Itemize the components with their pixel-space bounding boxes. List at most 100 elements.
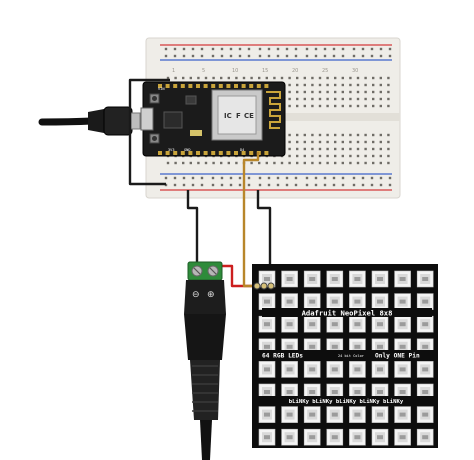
- breadboard-hole: [387, 76, 390, 80]
- rail-hole: [267, 183, 271, 187]
- breadboard-hole: [372, 104, 375, 108]
- esp-header-pin: [249, 84, 254, 88]
- breadboard-hole: [387, 147, 390, 151]
- rail-hole: [305, 47, 309, 51]
- rail-hole: [352, 54, 356, 58]
- breadboard-hole: [296, 147, 299, 151]
- esp-header-pin: [218, 151, 223, 155]
- rail-hole: [285, 176, 289, 180]
- breadboard-hole: [311, 90, 314, 94]
- rail-hole: [388, 54, 392, 58]
- breadboard-hole: [364, 90, 367, 94]
- rail-hole: [323, 183, 327, 187]
- rail-hole: [220, 176, 224, 180]
- breadboard-hole: [379, 140, 382, 144]
- breadboard-hole: [318, 76, 322, 80]
- breadboard-hole: [296, 83, 299, 87]
- neopixel-led-die: [354, 322, 361, 327]
- rail-hole: [370, 47, 374, 51]
- rail-hole: [211, 47, 215, 51]
- neopixel-led-die: [309, 367, 316, 372]
- breadboard-hole: [303, 104, 306, 108]
- rail-hole: [285, 47, 289, 51]
- breadboard-hole: [334, 83, 337, 87]
- breadboard-hole: [212, 76, 215, 80]
- neopixel-led-die: [331, 322, 338, 327]
- breadboard-hole: [349, 154, 352, 158]
- rail-hole: [361, 176, 365, 180]
- esp-nodemcu-board: IC F CE D4 3V3 GND VIN: [140, 81, 286, 157]
- breadboard-hole: [364, 83, 367, 87]
- breadboard-hole: [349, 161, 352, 165]
- breadboard-hole: [288, 97, 291, 101]
- breadboard-hole: [197, 161, 200, 165]
- neopixel-led-die: [309, 412, 316, 417]
- breadboard-hole: [235, 161, 238, 165]
- rail-hole: [211, 183, 215, 187]
- rail-hole: [258, 47, 262, 51]
- pad-din: [260, 282, 268, 290]
- neopixel-led-die: [331, 277, 338, 281]
- breadboard-hole: [326, 104, 329, 108]
- neopixel-led-die: [331, 435, 338, 440]
- breadboard-hole: [334, 97, 337, 101]
- rail-hole: [267, 54, 271, 58]
- neopixel-color-depth: 24 bit Color: [338, 354, 365, 358]
- breadboard-hole: [364, 76, 367, 80]
- neopixel-one-pin: Only ONE Pin: [375, 352, 420, 360]
- breadboard-hole: [356, 104, 360, 108]
- rail-hole: [379, 176, 383, 180]
- breadboard-hole: [379, 97, 382, 101]
- breadboard-hole: [341, 104, 344, 108]
- rail-hole: [247, 54, 251, 58]
- esp-header-pin: [203, 84, 208, 88]
- regulator-chip: [185, 95, 197, 105]
- breadboard-hole: [349, 104, 352, 108]
- breadboard-hole: [387, 133, 390, 137]
- esp-header-pin: [234, 151, 238, 155]
- breadboard-hole: [379, 104, 382, 108]
- breadboard-hole: [364, 154, 367, 158]
- rail-hole: [229, 176, 233, 180]
- breadboard-hole: [288, 154, 291, 158]
- breadboard-hole: [220, 76, 223, 80]
- breadboard-hole: [174, 76, 177, 80]
- neopixel-led-die: [331, 367, 338, 372]
- breadboard-hole: [379, 90, 382, 94]
- neopixel-led-die: [399, 344, 406, 349]
- neopixel-led-die: [377, 277, 383, 281]
- breadboard-hole: [288, 147, 291, 151]
- breadboard-hole: [379, 133, 382, 137]
- jack-ribs: [192, 365, 218, 412]
- wire-rail-to-neopixel-gnd: [256, 190, 272, 284]
- neopixel-led-die: [331, 299, 338, 304]
- screw-slot-minus: [193, 267, 201, 275]
- rail-hole: [258, 183, 262, 187]
- breadboard-hole: [265, 161, 268, 165]
- rail-hole: [294, 47, 298, 51]
- col-num-1: 1: [172, 68, 175, 74]
- breadboard-hole: [318, 97, 322, 101]
- led-indicator: [190, 130, 202, 136]
- rail-hole: [191, 176, 195, 180]
- neopixel-led-die: [286, 367, 293, 372]
- esp-header-pin: [188, 151, 193, 155]
- neopixel-led-die: [377, 344, 383, 349]
- rail-hole: [182, 176, 186, 180]
- rail-hole: [182, 47, 186, 51]
- rail-hole: [341, 176, 345, 180]
- rail-hole: [191, 54, 195, 58]
- neopixel-led-die: [422, 412, 429, 417]
- breadboard-hole: [341, 154, 344, 158]
- breadboard-hole: [326, 97, 329, 101]
- esp-header-pin: [256, 84, 261, 88]
- breadboard-hole: [379, 76, 382, 80]
- rail-hole: [229, 54, 233, 58]
- rail-hole: [267, 176, 271, 180]
- rail-hole: [229, 47, 233, 51]
- rail-hole: [332, 47, 336, 51]
- pin-label-3v3: 3V3: [168, 148, 175, 152]
- neopixel-led-die: [331, 412, 338, 417]
- breadboard-hole: [311, 76, 314, 80]
- shield-mark-ic: IC: [224, 112, 232, 120]
